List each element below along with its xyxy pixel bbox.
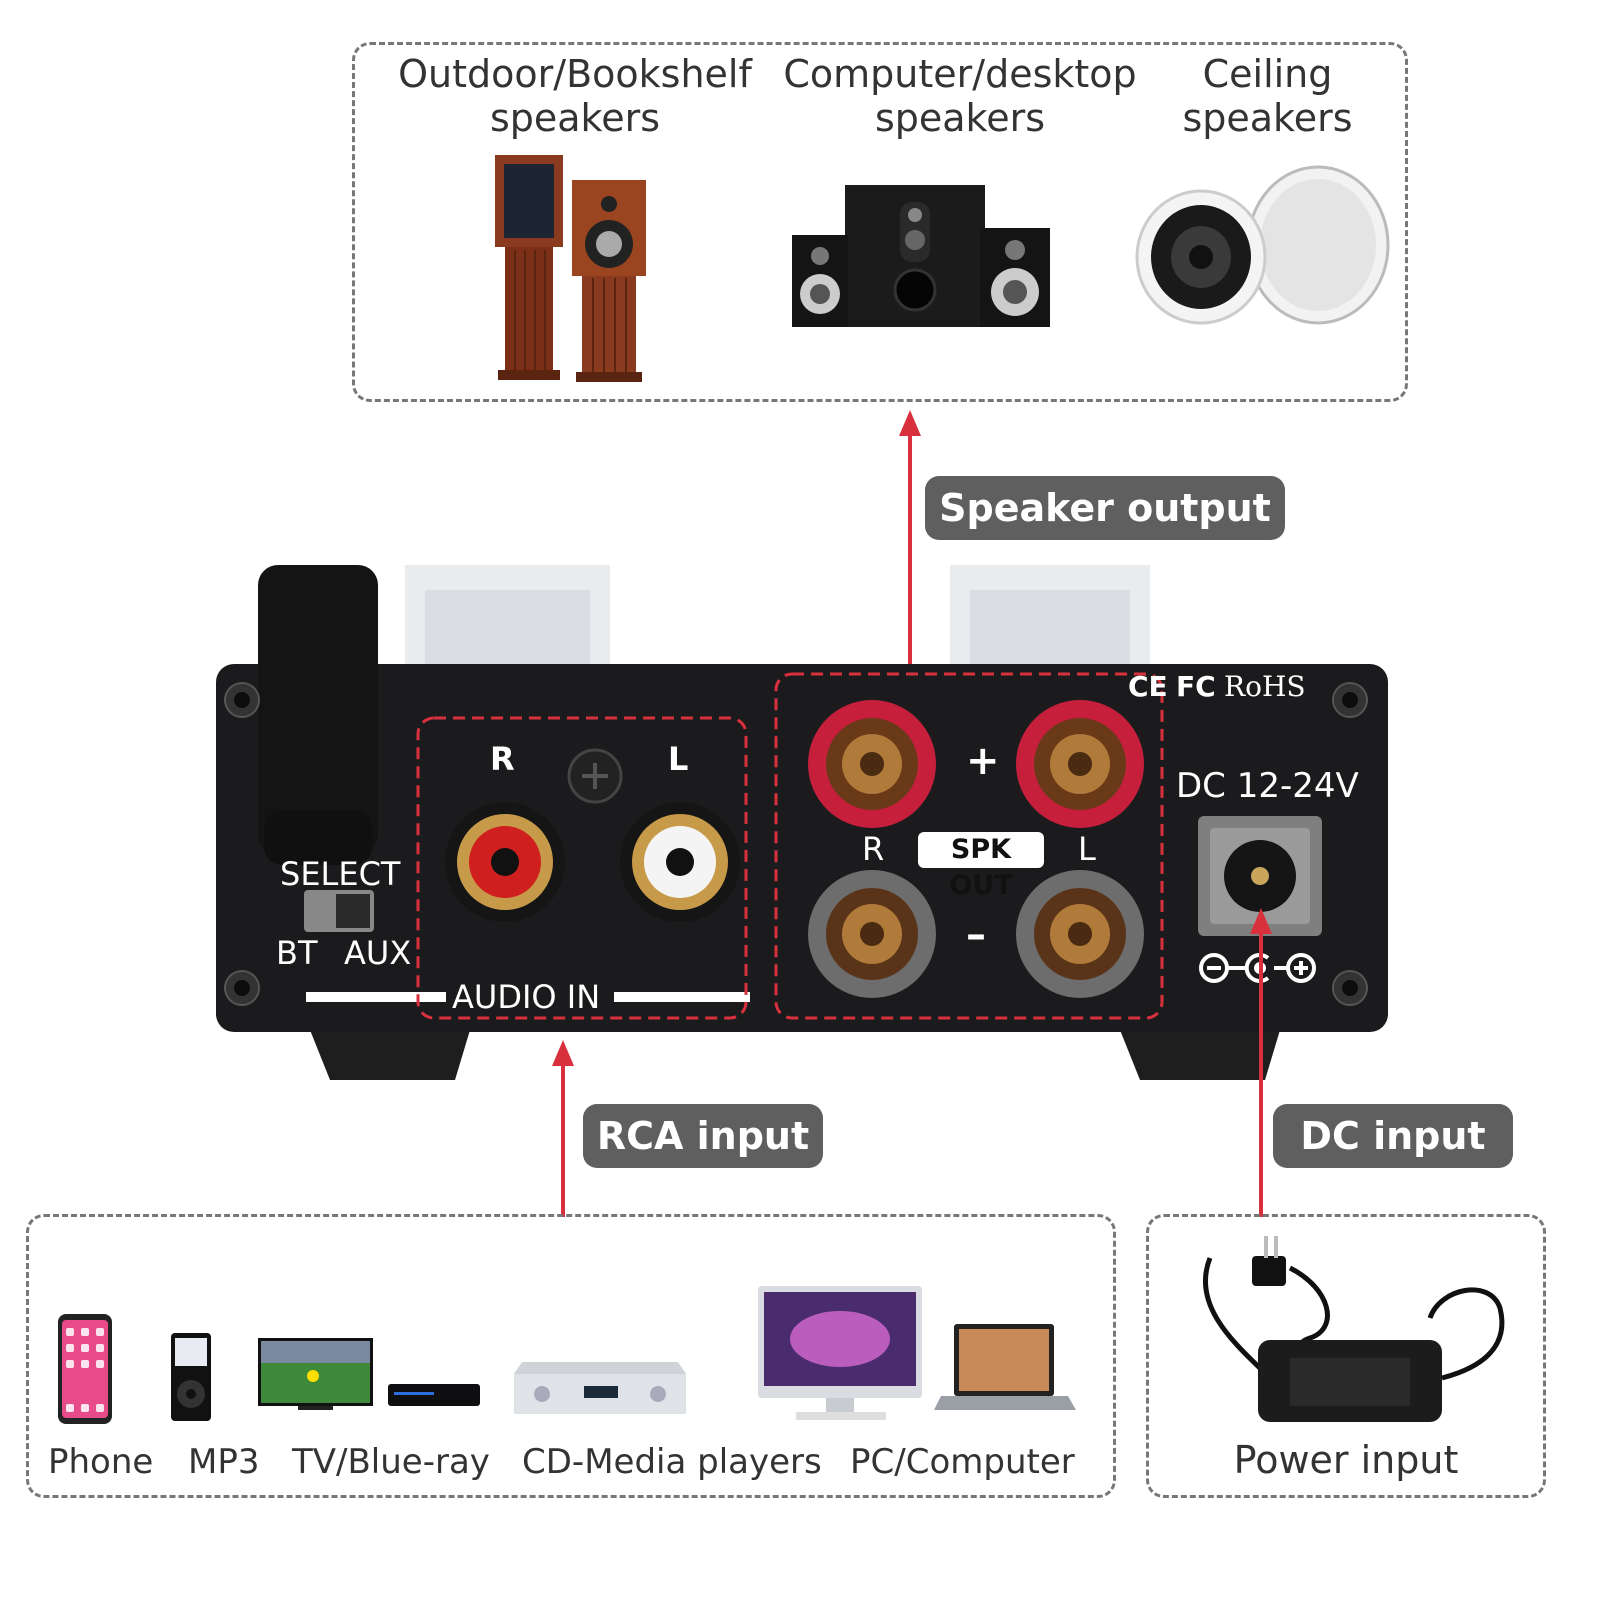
spk-l-label: L <box>1078 830 1096 868</box>
ceiling-speakers-caption: Ceiling speakers <box>1182 52 1353 140</box>
rca-input-arrow-head <box>552 1040 574 1066</box>
select-switch[interactable] <box>304 890 374 932</box>
spk-r-label: R <box>862 830 885 868</box>
pc-computer-icon <box>758 1286 1076 1420</box>
dc-input-arrow-head <box>1250 908 1272 934</box>
cert-fc-mark: FC <box>1176 670 1216 703</box>
power-input-box <box>1146 1214 1546 1498</box>
source-label-phone: Phone <box>48 1442 154 1482</box>
source-label-tv-bluray: TV/Blue-ray <box>292 1442 490 1482</box>
tv-bluray-icon <box>258 1338 480 1410</box>
spk-plus-label: + <box>966 738 1000 784</box>
speaker-output-arrow-line <box>908 430 912 670</box>
bookshelf-speakers-icon <box>495 155 646 382</box>
output-speakers-box <box>352 42 1408 402</box>
binding-post-left-positive[interactable] <box>1016 700 1144 828</box>
rca-input-callout: RCA input <box>583 1104 823 1168</box>
source-label-cd-player: CD-Media players <box>522 1442 822 1482</box>
source-label-mp3: MP3 <box>188 1442 260 1482</box>
audio-in-label: AUDIO IN <box>452 978 601 1016</box>
power-input-label: Power input <box>1233 1438 1459 1482</box>
mp3-player-icon <box>171 1333 211 1421</box>
rca-l-label: L <box>668 740 689 778</box>
cd-player-icon <box>514 1362 686 1414</box>
cert-ce-mark: CE <box>1128 670 1168 703</box>
binding-post-right-negative[interactable] <box>808 870 936 998</box>
dc-input-callout: DC input <box>1273 1104 1513 1168</box>
rca-jack-right[interactable] <box>445 802 565 922</box>
input-sources-box <box>26 1214 1116 1498</box>
source-label-pc: PC/Computer <box>850 1442 1075 1482</box>
desktop-speakers-icon <box>792 185 1050 327</box>
rca-jack-left[interactable] <box>620 802 740 922</box>
dc-input-arrow-line <box>1259 930 1263 1217</box>
rca-r-label: R <box>490 740 515 778</box>
phone-icon <box>58 1314 112 1424</box>
aux-label: AUX <box>344 934 412 972</box>
spk-minus-label: – <box>966 912 986 958</box>
spk-out-label: SPK OUT <box>949 834 1013 901</box>
dc-voltage-label: DC 12-24V <box>1176 766 1359 806</box>
amplifier-back-panel <box>216 565 1388 1080</box>
rca-input-arrow-line <box>561 1062 565 1217</box>
cert-rohs-mark: RoHS <box>1224 670 1306 703</box>
power-adapter-icon <box>1202 1236 1505 1422</box>
desktop-speakers-caption: Computer/desktop speakers <box>783 52 1137 140</box>
binding-post-right-positive[interactable] <box>808 700 936 828</box>
bt-label: BT <box>276 934 318 972</box>
binding-post-left-negative[interactable] <box>1016 870 1144 998</box>
speaker-output-callout: Speaker output <box>925 476 1285 540</box>
ceiling-speakers-icon <box>1135 165 1390 325</box>
speaker-output-arrow-head <box>899 410 921 436</box>
bookshelf-speakers-caption: Outdoor/Bookshelf speakers <box>398 52 752 140</box>
select-label: SELECT <box>280 855 401 893</box>
